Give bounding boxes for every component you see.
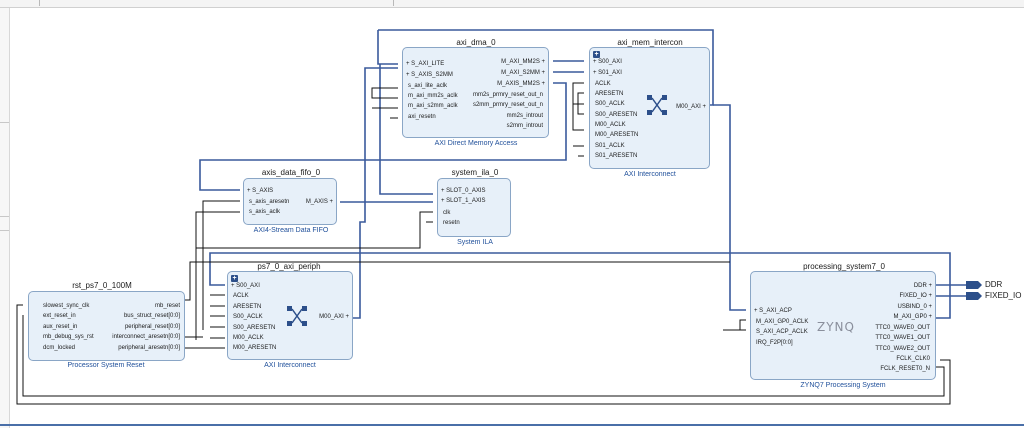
pin-clk[interactable]: clk (443, 210, 451, 216)
pin-m-axis-mm2s[interactable]: M_AXIS_MM2S + (497, 81, 545, 87)
pin-s00-aclk[interactable]: S00_ACLK (233, 314, 263, 320)
processing-system-title: processing_system7_0 (803, 262, 885, 271)
pin-m-axis[interactable]: M_AXIS + (305, 199, 333, 205)
pin-ttc0-wave0-out[interactable]: TTC0_WAVE0_OUT (875, 325, 930, 331)
ps7-axi-periph-title: ps7_0_axi_periph (257, 262, 321, 271)
processing-system-block[interactable]: + S_AXI_ACP M_AXI_GP0_ACLK S_AXI_ACP_ACL… (750, 271, 936, 380)
crossbar-icon (647, 95, 667, 115)
axi-mem-intercon-block[interactable]: + + S00_AXI + S01_AXI ACLK ARESETN S00_A… (589, 47, 710, 169)
system-ila-block[interactable]: + SLOT_0_AXIS + SLOT_1_AXIS clk resetn (437, 178, 511, 237)
pin-ddr[interactable]: DDR + (913, 283, 932, 289)
pin-s2mm-prmry-reset[interactable]: s2mm_prmry_reset_out_n (472, 102, 543, 108)
pin-s-axis[interactable]: + S_AXIS (247, 188, 274, 194)
system-ila-subtitle: System ILA (457, 239, 493, 246)
pin-aresetn[interactable]: ARESETN (595, 91, 624, 97)
external-port-ddr[interactable]: DDR (985, 280, 1003, 289)
crossbar-icon (287, 306, 307, 326)
pin-aresetn[interactable]: ARESETN (233, 304, 262, 310)
pin-s2mm-introut[interactable]: s2mm_introut (506, 123, 543, 129)
axi-mem-intercon-subtitle: AXI Interconnect (624, 171, 676, 178)
pin-slot-0-axis[interactable]: + SLOT_0_AXIS (441, 188, 486, 194)
pin-slowest-sync-clk[interactable]: slowest_sync_clk (43, 303, 90, 309)
pin-m-axi-gp0-aclk[interactable]: M_AXI_GP0_ACLK (756, 319, 809, 325)
pin-s01-aclk[interactable]: S01_ACLK (595, 143, 625, 149)
pin-s00-aresetn[interactable]: S00_ARESETN (595, 112, 638, 118)
axis-data-fifo-block[interactable]: + S_AXIS s_axis_aresetn s_axis_aclk M_AX… (243, 178, 337, 225)
pin-peripheral-reset[interactable]: peripheral_reset[0:0] (124, 324, 180, 330)
axi-dma-block[interactable]: + S_AXI_LITE + S_AXIS_S2MM s_axi_lite_ac… (402, 47, 549, 138)
pin-m-axi-gp0[interactable]: M_AXI_GP0 + (893, 314, 932, 320)
pin-m00-aclk[interactable]: M00_ACLK (595, 122, 626, 128)
pin-resetn[interactable]: resetn (443, 220, 460, 226)
pin-mm2s-prmry-reset[interactable]: mm2s_prmry_reset_out_n (472, 92, 543, 98)
pin-axi-resetn[interactable]: axi_resetn (408, 114, 436, 120)
axi-dma-subtitle: AXI Direct Memory Access (434, 140, 518, 147)
pin-interconnect-aresetn[interactable]: interconnect_aresetn[0:0] (112, 334, 180, 340)
pin-ext-reset-in[interactable]: ext_reset_in (43, 313, 76, 319)
pin-mb-debug-sys-rst[interactable]: mb_debug_sys_rst (43, 334, 94, 340)
pin-s00-aclk[interactable]: S00_ACLK (595, 101, 625, 107)
axi-mem-intercon-title: axi_mem_intercon (617, 38, 683, 47)
pin-fclk-clk0[interactable]: FCLK_CLK0 (896, 356, 930, 362)
pin-irq-f2p[interactable]: IRQ_F2P[0:0] (756, 340, 793, 346)
pin-ttc0-wave1-out[interactable]: TTC0_WAVE1_OUT (875, 335, 930, 341)
pin-m00-aresetn[interactable]: M00_ARESETN (595, 132, 639, 138)
pin-s00-axi[interactable]: + S00_AXI (593, 59, 622, 65)
pin-s-axis-s2mm[interactable]: + S_AXIS_S2MM (406, 72, 453, 78)
ps7-axi-periph-block[interactable]: + + S00_AXI ACLK ARESETN S00_ACLK S00_AR… (227, 271, 353, 360)
pin-m00-axi[interactable]: M00_AXI + (676, 104, 706, 110)
bottom-border (0, 424, 1024, 426)
pin-fclk-reset0-n[interactable]: FCLK_RESET0_N (880, 366, 930, 372)
expand-icon[interactable]: + (231, 275, 238, 282)
pin-s-axi-lite[interactable]: + S_AXI_LITE (406, 61, 445, 67)
pin-mm2s-introut[interactable]: mm2s_introut (506, 113, 543, 119)
pin-m00-axi[interactable]: M00_AXI + (319, 314, 349, 320)
canvas-toolbar-strip (0, 0, 1024, 8)
expand-icon[interactable]: + (593, 51, 600, 58)
pin-bus-struct-reset[interactable]: bus_struct_reset[0:0] (123, 313, 180, 319)
pin-s-axis-aclk[interactable]: s_axis_aclk (249, 209, 281, 215)
pin-s00-axi[interactable]: + S00_AXI (231, 283, 260, 289)
rst-ps7-block[interactable]: slowest_sync_clk ext_reset_in aux_reset_… (28, 291, 185, 361)
pin-usbind-0[interactable]: USBIND_0 + (897, 304, 932, 310)
pin-aclk[interactable]: ACLK (595, 81, 611, 87)
pin-s-axi-acp-aclk[interactable]: S_AXI_ACP_ACLK (756, 329, 808, 335)
external-port-fixed-io[interactable]: FIXED_IO (985, 291, 1022, 300)
pin-m-axi-s2mm-aclk[interactable]: m_axi_s2mm_aclk (408, 103, 458, 109)
left-gutter (0, 8, 10, 428)
pin-s-axis-aresetn[interactable]: s_axis_aresetn (249, 199, 290, 205)
axis-data-fifo-subtitle: AXI4-Stream Data FIFO (253, 227, 329, 234)
pin-aclk[interactable]: ACLK (233, 293, 249, 299)
pin-s01-aresetn[interactable]: S01_ARESETN (595, 153, 638, 159)
axi-dma-title: axi_dma_0 (456, 38, 496, 47)
system-ila-title: system_ila_0 (451, 168, 499, 177)
pin-mb-reset[interactable]: mb_reset (154, 303, 180, 309)
pin-peripheral-aresetn[interactable]: peripheral_aresetn[0:0] (118, 345, 180, 351)
pin-m-axi-s2mm[interactable]: M_AXI_S2MM + (501, 70, 545, 76)
pin-s-axi-acp[interactable]: + S_AXI_ACP (754, 308, 792, 314)
zynq-logo: ZYNQ (817, 320, 855, 334)
pin-m-axi-mm2s-aclk[interactable]: m_axi_mm2s_aclk (408, 93, 458, 99)
pin-m-axi-mm2s[interactable]: M_AXI_MM2S + (501, 59, 545, 65)
pin-s01-axi[interactable]: + S01_AXI (593, 70, 622, 76)
pin-aux-reset-in[interactable]: aux_reset_in (43, 324, 78, 330)
rst-ps7-subtitle: Processor System Reset (67, 362, 145, 369)
pin-fixed-io[interactable]: FIXED_IO + (899, 293, 932, 299)
pin-m00-aclk[interactable]: M00_ACLK (233, 335, 264, 341)
pin-slot-1-axis[interactable]: + SLOT_1_AXIS (441, 198, 486, 204)
axis-data-fifo-title: axis_data_fifo_0 (261, 168, 321, 177)
pin-m00-aresetn[interactable]: M00_ARESETN (233, 345, 277, 351)
pin-s-axi-lite-aclk[interactable]: s_axi_lite_aclk (408, 83, 448, 89)
rst-ps7-title: rst_ps7_0_100M (72, 281, 132, 290)
pin-ttc0-wave2-out[interactable]: TTC0_WAVE2_OUT (875, 346, 930, 352)
pin-dcm-locked[interactable]: dcm_locked (43, 345, 76, 351)
ps7-axi-periph-subtitle: AXI Interconnect (264, 362, 316, 369)
processing-system-subtitle: ZYNQ7 Processing System (800, 382, 886, 389)
pin-s00-aresetn[interactable]: S00_ARESETN (233, 325, 276, 331)
